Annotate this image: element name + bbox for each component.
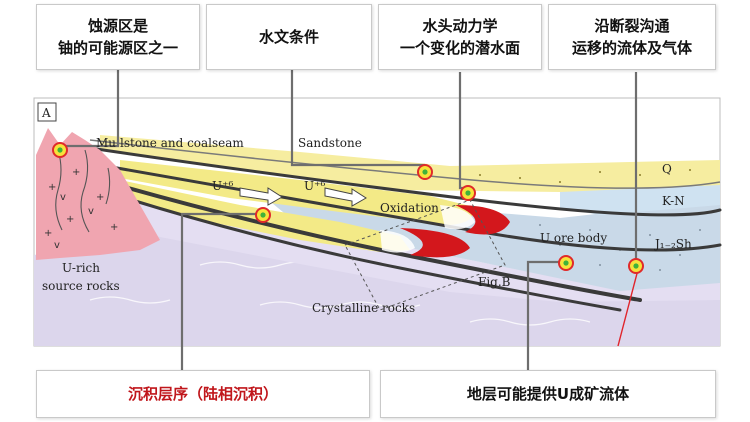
flow-arrow-2 (324, 187, 367, 207)
callout-water-line1: 水头动力学 (422, 17, 498, 35)
callout-sedimentary-text: 沉积层序（陆相沉积） (127, 385, 278, 403)
sandstone-upper (120, 160, 473, 225)
marker-hydro (417, 164, 433, 180)
markers (52, 142, 644, 274)
callout-strata-text: 地层可能提供U成矿流体 (466, 385, 630, 403)
marker-source (52, 142, 68, 158)
callout-hydrology-text: 水文条件 (258, 28, 319, 46)
callout-sedimentary-sequence: 沉积层序（陆相沉积） (36, 370, 370, 418)
svg-text:v: v (60, 192, 66, 203)
label-figb: Fig.B (478, 275, 511, 289)
flow-arrow-1 (239, 187, 283, 206)
panel-label: A (41, 106, 51, 120)
label-uore: U ore body (540, 231, 607, 245)
svg-text:v: v (54, 240, 60, 251)
callout-strata-fluids: 地层可能提供U成矿流体 (380, 370, 716, 418)
callout-source-line1: 蚀源区是 (87, 17, 148, 35)
label-oxidation: Oxidation (380, 201, 439, 215)
svg-text:v: v (88, 206, 94, 217)
label-coal: lstone and coalseam (120, 136, 244, 150)
callout-water-line2: 一个变化的潜水面 (399, 39, 520, 57)
callout-fault-line2: 运移的流体及气体 (571, 39, 692, 57)
label-kn: K-N (662, 194, 685, 208)
label-u6-b: U⁺⁶ (304, 179, 325, 193)
label-u6-a: U⁺⁶ (212, 179, 233, 193)
callout-hydrology: 水文条件 (206, 4, 372, 70)
label-sandstone: Sandstone (298, 136, 362, 150)
marker-watertable (460, 185, 476, 201)
marker-sediment (255, 207, 271, 223)
roll-front-lower (400, 228, 470, 258)
callout-fault-fluids: 沿断裂沟通 运移的流体及气体 (548, 4, 716, 70)
crystalline-basement (34, 235, 720, 346)
label-mu: Mu (96, 136, 116, 150)
callout-source-line2: 铀的可能源区之一 (57, 39, 178, 57)
svg-text:+: + (66, 214, 74, 225)
q-layer (100, 135, 720, 192)
svg-text:+: + (96, 192, 104, 203)
fault-line (617, 261, 641, 347)
label-urich-1: U-rich (62, 261, 100, 275)
svg-text:+: + (44, 228, 52, 239)
label-crystalline: Crystalline rocks (312, 301, 415, 315)
svg-text:+: + (48, 182, 56, 193)
callout-fault-line1: 沿断裂沟通 (594, 17, 670, 35)
marker-strata (558, 255, 574, 271)
callout-water-table: 水头动力学 一个变化的潜水面 (378, 4, 542, 70)
fig-b-box (344, 199, 506, 311)
roll-front-upper (455, 205, 510, 235)
callout-source-area: 蚀源区是 铀的可能源区之一 (36, 4, 200, 70)
label-q: Q (662, 162, 672, 176)
label-jsh: J₁₋₂Sh (653, 237, 692, 251)
svg-text:+: + (72, 167, 80, 178)
marker-fault (628, 258, 644, 274)
granite-source (36, 128, 160, 260)
label-urich-2: source rocks (42, 279, 120, 293)
svg-text:+: + (110, 222, 118, 233)
